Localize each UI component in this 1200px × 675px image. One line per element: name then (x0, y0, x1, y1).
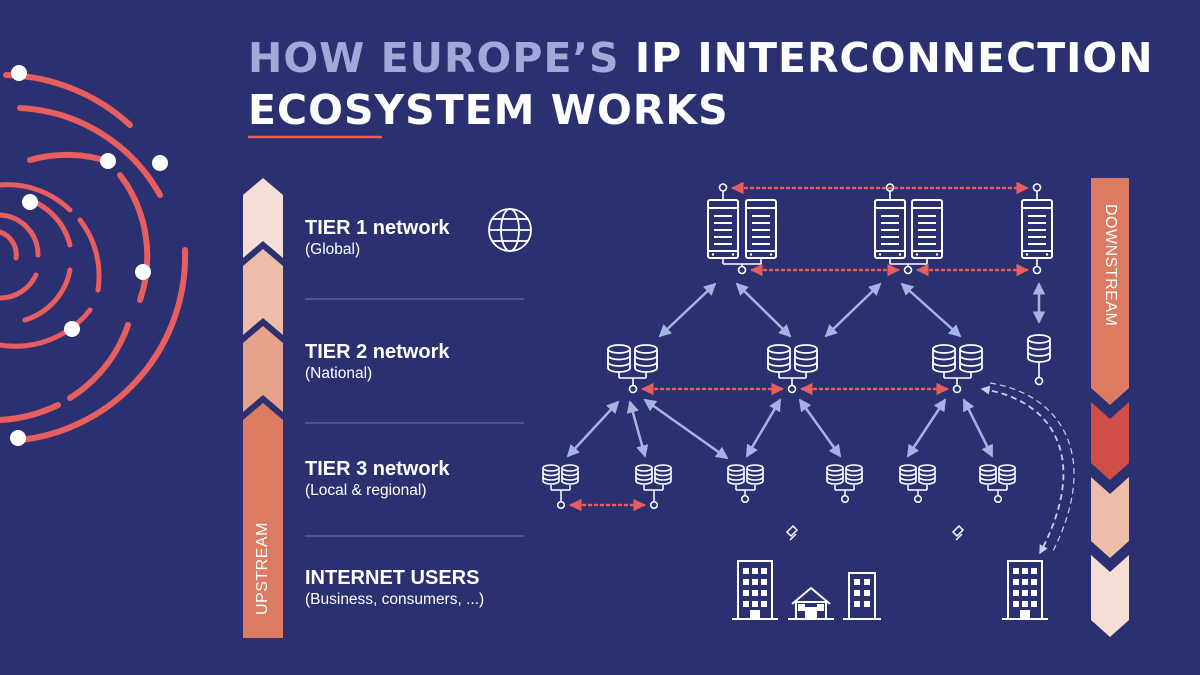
tier1-name: TIER 1 network (305, 217, 450, 239)
users-sub: (Business, consumers, ...) (305, 591, 485, 608)
users-block: INTERNET USERS (Business, consumers, ...… (305, 566, 484, 610)
house-icon (788, 586, 834, 620)
tier1-sub: (Global) (305, 241, 361, 258)
tier1-servers (707, 183, 1053, 275)
tier2-block: TIER 2 network (National) (305, 340, 449, 384)
tier3-block: TIER 3 network (Local & regional) (305, 457, 449, 501)
tier1-block: TIER 1 network (Global) (305, 216, 449, 260)
user-buildings (731, 560, 1049, 620)
tier2-routers (607, 334, 1051, 394)
page-title: HOW EUROPE’S IP INTERCONNECTION ECOSYSTE… (248, 32, 1154, 136)
downstream-label: DOWNSTREAM (1102, 204, 1119, 327)
title-part2: IP INTERCONNECTION (634, 34, 1154, 82)
upstream-label: UPSTREAM (254, 522, 271, 615)
users-name: INTERNET USERS (305, 567, 480, 589)
tier3-name: TIER 3 network (305, 458, 450, 480)
peering-links (569, 181, 1029, 512)
tier3-sub: (Local & regional) (305, 482, 427, 499)
tier2-name: TIER 2 network (305, 341, 450, 363)
decorative-arcs (0, 72, 189, 443)
decorative-dots (10, 65, 168, 446)
upstream-arrow-bar (243, 178, 283, 638)
tier-separators (305, 298, 524, 537)
dashed-flow-arrow (980, 385, 1065, 555)
globe-icon (488, 208, 532, 252)
link-icon (785, 524, 965, 541)
title-part1: HOW EUROPE’S (248, 34, 620, 82)
tier2-sub: (National) (305, 365, 373, 382)
downstream-arrow-bar (1091, 178, 1129, 637)
tier3-routers (542, 464, 1016, 510)
title-line2: ECOSYSTEM WORKS (248, 86, 729, 134)
